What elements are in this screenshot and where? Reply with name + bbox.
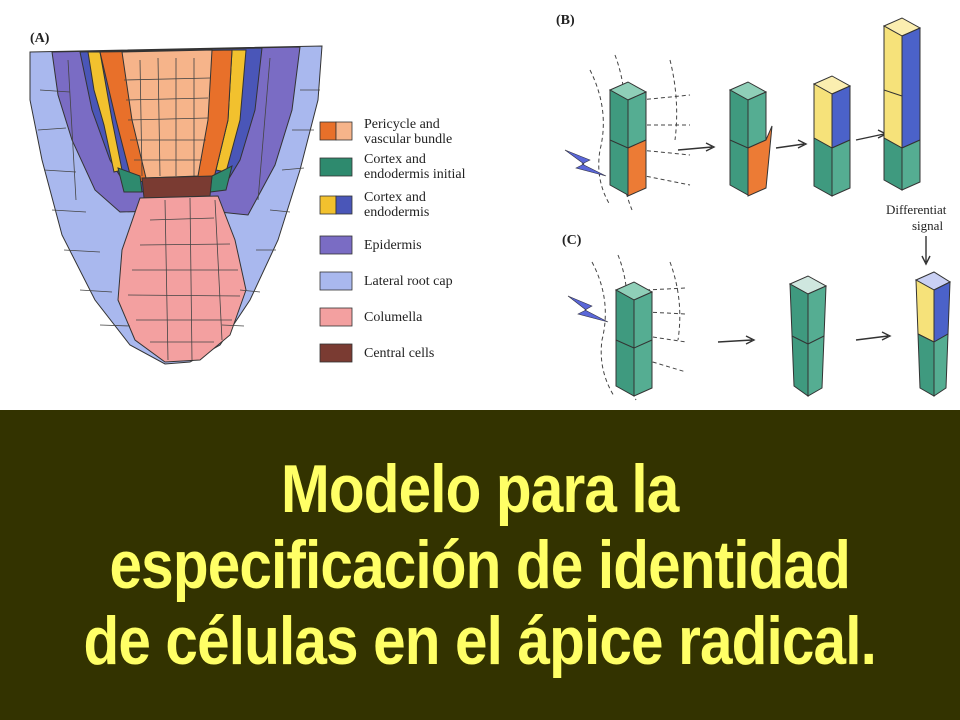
caption-banner: Modelo para la especificación de identid… (0, 410, 960, 720)
panel-c-sequence (567, 254, 952, 401)
legend: Pericycle and vascular bundle Cortex and… (319, 117, 466, 363)
legend-item-columella: Columella (319, 307, 423, 327)
panel-b-sequence: Differentiat signal (564, 17, 947, 266)
legend-label: Pericycle and (364, 117, 440, 132)
differentiation-signal-label: signal (912, 218, 943, 233)
cell-prism (882, 17, 922, 191)
differentiation-signal-label: Differentiat (886, 202, 947, 217)
figure-svg: (A) Per (29, 13, 952, 401)
arrow-icon (677, 142, 716, 152)
cortex-yellow-left (87, 51, 123, 173)
legend-item-cortex-initial: Cortex and endodermis initial (319, 152, 466, 182)
lightning-signal-icon-b (564, 149, 607, 177)
legend-item-central-cells: Central cells (319, 343, 434, 363)
legend-label: Lateral root cap (364, 274, 453, 289)
caption-line-2: especificación de identidad (109, 526, 851, 603)
legend-label: endodermis initial (364, 167, 466, 182)
panel-c-label: (C) (562, 233, 582, 248)
legend-item-cortex-endodermis: Cortex and endodermis (319, 190, 429, 220)
cell-prism (614, 281, 654, 397)
caption-line-1: Modelo para la (281, 450, 679, 527)
legend-item-pericycle: Pericycle and vascular bundle (319, 117, 452, 147)
caption-line-3: de células en el ápice radical. (83, 603, 877, 680)
cortex-initial-left (117, 167, 143, 193)
legend-label: vascular bundle (364, 132, 452, 147)
panel-b-label: (B) (556, 13, 575, 28)
legend-label: endodermis (364, 205, 429, 220)
legend-label: Central cells (364, 346, 434, 361)
legend-item-lateral-root-cap: Lateral root cap (319, 271, 453, 291)
arrow-icon (855, 331, 892, 341)
panel-a-label: (A) (30, 31, 50, 46)
legend-item-epidermis: Epidermis (319, 235, 422, 255)
lightning-signal-icon-c (567, 295, 609, 323)
arrow-icon (717, 335, 756, 345)
arrow-icon (775, 139, 808, 149)
arrow-icon (855, 129, 888, 141)
legend-label: Cortex and (364, 190, 426, 205)
cell-prism (728, 81, 773, 197)
legend-label: Epidermis (364, 238, 422, 253)
cell-prism (788, 275, 828, 397)
arrow-down-icon (921, 236, 931, 266)
cell-prism (914, 271, 952, 397)
columella-region (117, 195, 247, 363)
cell-walls (37, 57, 320, 361)
root-tip-diagram (29, 45, 323, 365)
central-cells (141, 175, 213, 199)
cell-prism (812, 75, 852, 197)
cell-prism (608, 81, 648, 197)
legend-label: Columella (364, 310, 423, 325)
root-apex-figure: (A) Per (29, 13, 952, 401)
caption-title: Modelo para la especificación de identid… (83, 450, 877, 680)
legend-label: Cortex and (364, 152, 426, 167)
